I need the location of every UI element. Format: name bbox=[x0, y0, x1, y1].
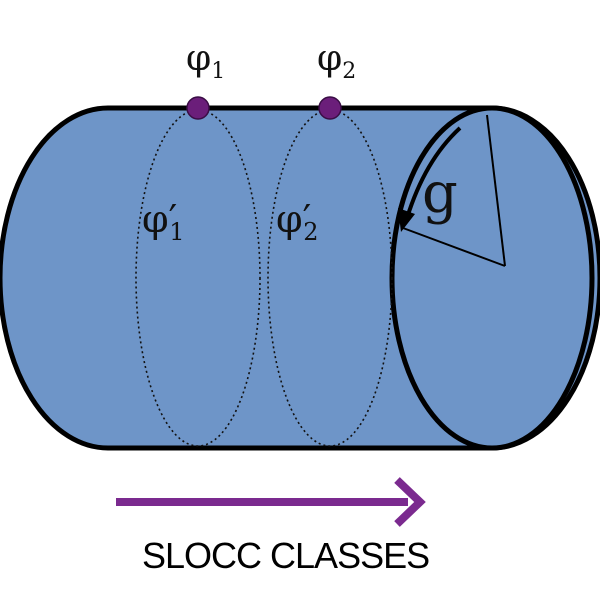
rotation-arrow-head bbox=[398, 208, 415, 232]
slocc-arrow-head bbox=[394, 477, 426, 527]
label-phi1-prime: φ′1 bbox=[142, 197, 185, 246]
label-phi1-prime-symbol: φ′ bbox=[142, 197, 177, 241]
label-phi1-subscript: 1 bbox=[211, 59, 225, 84]
rotation-arrow bbox=[405, 126, 462, 219]
label-phi2: φ2 bbox=[317, 38, 356, 84]
label-phi2-symbol: φ bbox=[317, 38, 342, 79]
radius-line-side bbox=[402, 227, 506, 267]
label-phi2-prime: φ′2 bbox=[276, 197, 319, 246]
label-phi2-prime-subscript: 2 bbox=[303, 218, 318, 246]
point-phi1 bbox=[186, 96, 210, 120]
label-phi1-symbol: φ bbox=[186, 38, 211, 79]
label-phi1-prime-subscript: 1 bbox=[169, 218, 184, 246]
radius-line-top bbox=[486, 114, 506, 267]
label-phi1: φ1 bbox=[186, 38, 225, 84]
point-phi2 bbox=[318, 96, 342, 120]
label-g: g bbox=[422, 161, 458, 226]
label-phi2-subscript: 2 bbox=[342, 59, 356, 84]
slocc-caption: SLOCC CLASSES bbox=[142, 535, 429, 576]
label-phi2-prime-symbol: φ′ bbox=[276, 197, 311, 241]
